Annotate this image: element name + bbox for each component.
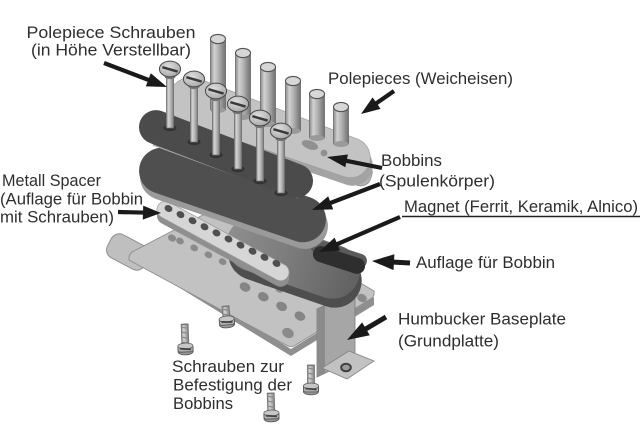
svg-text:Bobbins: Bobbins — [381, 151, 442, 170]
svg-text:(in Höhe Verstellbar): (in Höhe Verstellbar) — [31, 41, 191, 60]
svg-text:Polepiece Schrauben: Polepiece Schrauben — [27, 23, 196, 42]
svg-text:mit Schrauben): mit Schrauben) — [0, 208, 114, 227]
svg-text:Polepieces (Weicheisen): Polepieces (Weicheisen) — [328, 69, 513, 88]
svg-text:(Spulenkörper): (Spulenkörper) — [379, 172, 495, 191]
svg-text:Befestigung der: Befestigung der — [173, 376, 292, 395]
svg-text:Humbucker Baseplate: Humbucker Baseplate — [398, 310, 566, 329]
svg-text:Magnet (Ferrit, Keramik, Alnic: Magnet (Ferrit, Keramik, Alnico) — [404, 197, 638, 216]
svg-text:Bobbins: Bobbins — [173, 394, 233, 413]
svg-text:(Auflage für Bobbin: (Auflage für Bobbin — [0, 190, 143, 209]
svg-text:(Grundplatte): (Grundplatte) — [398, 332, 499, 351]
svg-text:Schrauben zur: Schrauben zur — [172, 357, 284, 376]
svg-text:Metall Spacer: Metall Spacer — [2, 171, 101, 190]
svg-text:Auflage für Bobbin: Auflage für Bobbin — [416, 253, 555, 272]
